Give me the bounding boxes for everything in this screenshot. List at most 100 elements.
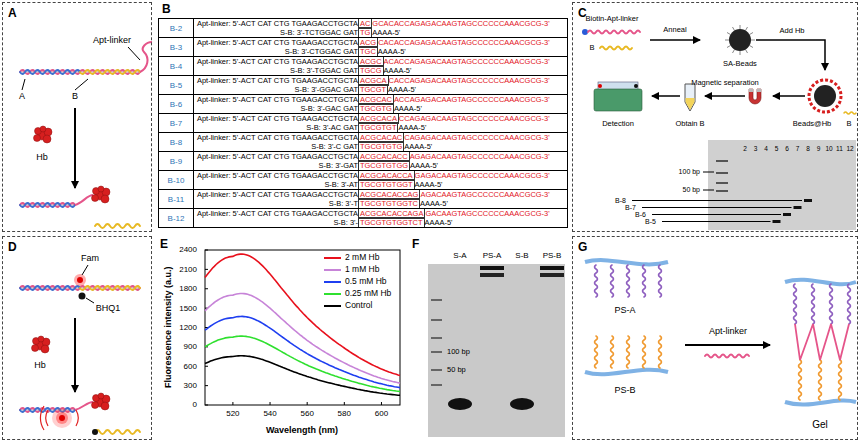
magnetic-bead — [814, 85, 836, 107]
dna-strand — [588, 31, 640, 34]
row-label: B-10 — [168, 176, 185, 185]
sequence-text: AAAA-5' — [420, 199, 448, 208]
tick-mark — [270, 402, 271, 405]
leader-line — [86, 298, 94, 303]
hemoglobin — [98, 393, 104, 399]
row-label: B-5 — [170, 81, 182, 90]
lane-number: 2 — [743, 145, 747, 152]
legend-label: Control — [345, 301, 372, 311]
electrophoresis-box — [594, 89, 642, 111]
sequence-highlight: TGC — [358, 46, 378, 56]
table-cell: Apt-linker: 5'-ACT CAT CTG TGAAGACCTGCTA… — [194, 38, 567, 56]
bead-ligand — [750, 46, 753, 48]
step-label: Magnetic separation — [691, 79, 759, 88]
table-row: B-3Apt-linker: 5'-ACT CAT CTG TGAAGACCTG… — [159, 38, 567, 57]
lane-number: 9 — [817, 145, 821, 152]
magnet-pole — [749, 89, 753, 92]
dye-label: BHQ1 — [96, 303, 121, 313]
panel-frame: G — [572, 236, 858, 440]
leader-line — [632, 200, 802, 201]
sequence-line: Apt-linker: 5'-ACT CAT CTG TGAAGACCTGCTA… — [197, 19, 567, 28]
sequence-text: S-B: 3'-GAT — [319, 161, 358, 170]
bead-ligand — [733, 27, 735, 30]
sequence-text: Apt-linker: 5'-ACT CAT CTG TGAAGACCTGCTA — [197, 38, 358, 47]
sequence-highlight: TG — [358, 27, 372, 37]
tick-mark — [205, 405, 208, 406]
dna-strand — [80, 286, 140, 290]
panel-frame: D — [2, 236, 152, 440]
step-label: Add Hb — [780, 27, 805, 36]
sequence-text: S-B: 3'-GGAC GAT — [295, 85, 358, 94]
ladder-band — [431, 384, 442, 386]
aptamer-tail — [75, 402, 93, 410]
sequence-text: AAAA-5' — [425, 218, 453, 227]
dna-strand — [95, 224, 140, 228]
hemoglobin — [92, 402, 99, 409]
lane-number: 12 — [846, 145, 853, 152]
fam-dye — [74, 274, 86, 286]
tick-mark — [307, 402, 308, 405]
sequence-highlight: TGCG — [358, 65, 384, 75]
gel-band — [510, 398, 534, 410]
leader-line — [75, 79, 88, 90]
lane-number: 10 — [825, 145, 832, 152]
table-row: B-6Apt-linker: 5'-ACT CAT CTG TGAAGACCTG… — [159, 95, 567, 114]
lane-number: 6 — [785, 145, 789, 152]
lane-number: 3 — [754, 145, 758, 152]
hemoglobin — [41, 345, 49, 353]
sequence-text: S-B: 3'-AT — [324, 180, 358, 189]
sequence-text: AAAA-5' — [388, 85, 416, 94]
sequence-text: GACAAGTAGCCCCCCAAACGCG-3' — [425, 209, 549, 218]
hemoglobin — [34, 135, 41, 142]
hemoglobin — [101, 195, 109, 203]
lane-number: 8 — [806, 145, 810, 152]
bead-ligand — [725, 40, 729, 41]
sequence-line: S-B: 3'-ATTGCGTGTGGTAAAA-5' — [197, 180, 567, 189]
dna-strand — [20, 203, 75, 207]
dna-strand — [643, 265, 646, 297]
panel-letter: A — [3, 4, 22, 22]
sequence-text: AAAA-5' — [384, 66, 412, 75]
process-arrow — [685, 344, 770, 346]
hemoglobin — [40, 126, 46, 132]
leader-line — [22, 79, 25, 90]
leader-line — [662, 221, 771, 222]
spectrum-curve — [205, 254, 400, 375]
quencher — [79, 293, 86, 300]
fluorescence-glow — [56, 412, 68, 424]
leader-line — [703, 172, 714, 173]
dna-strand — [627, 336, 630, 368]
table-cell: B-11 — [159, 190, 194, 208]
hemoglobin — [98, 186, 104, 192]
tick-mark — [205, 269, 208, 270]
polymer-chain — [585, 260, 668, 264]
tick-label: 540 — [263, 409, 276, 418]
strand-label: B — [72, 91, 78, 101]
gel-well — [480, 273, 504, 277]
hemoglobin — [101, 402, 109, 410]
lane-label: S-A — [453, 251, 466, 260]
row-label: B-4 — [170, 62, 182, 71]
table-cell: B-6 — [159, 95, 194, 113]
bead-ligand — [727, 33, 730, 35]
tick-mark — [381, 402, 382, 405]
dna-strand — [611, 336, 614, 368]
sequence-text: ACCAGAGACAAGTAGCCCCCCAAACGCG-3' — [394, 95, 550, 104]
sequence-highlight: TGCGTGTGGT — [358, 179, 415, 189]
tick-mark — [232, 402, 233, 405]
gel-image — [708, 140, 856, 230]
product-label: Gel — [812, 419, 828, 431]
row-label: B-11 — [168, 195, 184, 204]
table-cell: B-4 — [159, 57, 194, 75]
dye-label: Fam — [81, 253, 99, 263]
sequence-text: S-B: 3'- — [333, 218, 358, 227]
dna-strand — [799, 360, 802, 400]
tick-label: 600 — [184, 362, 197, 371]
tick-label: 1200 — [179, 323, 197, 332]
sequence-highlight: TGCGTGTGGTCT — [358, 217, 425, 227]
plot-frame — [205, 250, 400, 405]
bead-ligand — [750, 33, 753, 35]
sequence-line: S-B: 3'-C GATTGCGTGTGAAAA-5' — [197, 142, 567, 151]
legend-line-sample — [324, 269, 341, 271]
sequence-text: S-B: 3'-TGGAC GAT — [290, 66, 358, 75]
